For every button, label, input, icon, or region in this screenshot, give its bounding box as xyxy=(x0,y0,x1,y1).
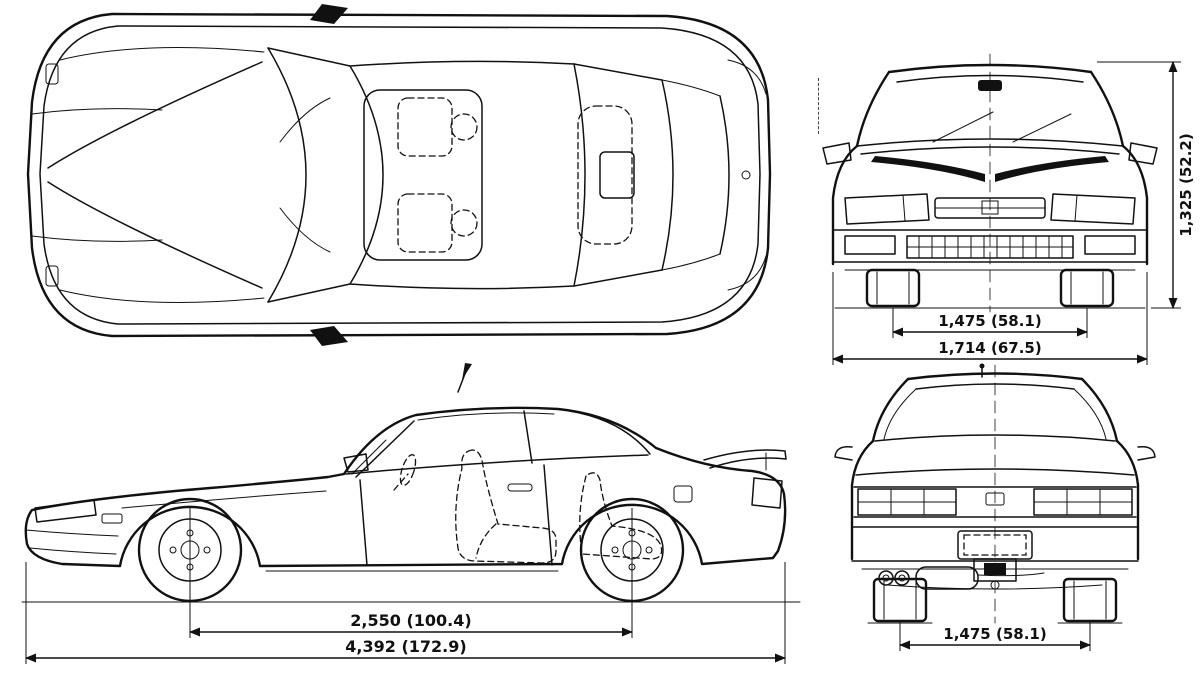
hood-shading xyxy=(871,156,1109,182)
rear-right-wheel xyxy=(1062,577,1118,623)
bumper-lines xyxy=(832,229,1148,263)
taillight xyxy=(751,477,783,509)
front-view: 1,475 (58.1) 1,714 (67.5) 1,325 (52.2) xyxy=(815,50,1200,372)
rear-track-label: 1,475 (58.1) xyxy=(943,625,1046,643)
top-view-cabin xyxy=(363,89,635,261)
front-view-body xyxy=(822,53,1158,313)
spoiler xyxy=(703,449,787,469)
front-right-wheel xyxy=(1059,268,1115,308)
front-left-wheel xyxy=(865,268,921,308)
driver-seat xyxy=(397,97,453,157)
rear-dimensions: 1,475 (58.1) xyxy=(898,621,1092,651)
top-view xyxy=(12,2,796,350)
rear-view: 1,475 (58.1) xyxy=(828,363,1163,678)
rear-seat xyxy=(579,472,663,560)
belt-line xyxy=(345,454,649,475)
front-width-label: 1,714 (67.5) xyxy=(938,339,1041,357)
rearview-mirror xyxy=(978,80,1002,91)
hood-crease-lines xyxy=(47,61,263,289)
side-view-body xyxy=(21,363,801,603)
side-mirror xyxy=(343,453,369,473)
front-height-label: 1,325 (52.2) xyxy=(1177,133,1195,236)
side-dimensions: 2,550 (100.4) 4,392 (172.9) xyxy=(24,508,787,664)
headlight xyxy=(34,499,97,523)
passenger-seat xyxy=(397,193,453,253)
overall-length-label: 4,392 (172.9) xyxy=(345,637,466,656)
wiper-lines xyxy=(279,97,331,253)
right-fog-lamp xyxy=(1084,235,1136,255)
side-view: 2,550 (100.4) 4,392 (172.9) xyxy=(10,358,805,680)
fuel-door xyxy=(673,485,693,503)
front-view-svg: 1,475 (58.1) 1,714 (67.5) 1,325 (52.2) xyxy=(822,53,1195,365)
alignment-mark xyxy=(818,78,819,134)
c-pillar xyxy=(569,410,651,455)
front-seat xyxy=(455,449,557,564)
b-pillar xyxy=(523,410,533,464)
left-fog-lamp xyxy=(844,235,896,255)
side-view-svg: 2,550 (100.4) 4,392 (172.9) xyxy=(21,363,801,664)
headlights xyxy=(844,193,1136,225)
top-view-mirrors xyxy=(310,4,348,346)
door-handle xyxy=(507,483,533,492)
top-view-svg xyxy=(26,4,772,346)
wipers xyxy=(932,111,1072,143)
rear-view-svg: 1,475 (58.1) xyxy=(834,363,1156,651)
side-mirrors xyxy=(822,142,1158,165)
rear-seat xyxy=(577,105,633,245)
door-seams xyxy=(359,464,553,566)
wheelbase-label: 2,550 (100.4) xyxy=(350,611,471,630)
rear-view-body xyxy=(834,363,1156,624)
steering-wheel xyxy=(399,454,417,486)
badge xyxy=(985,492,1005,506)
front-dimensions: 1,475 (58.1) 1,714 (67.5) 1,325 (52.2) xyxy=(831,60,1195,365)
front-track-label: 1,475 (58.1) xyxy=(938,312,1041,330)
rear-axle xyxy=(887,584,1103,590)
bumper-lines xyxy=(851,526,1139,562)
top-view-body xyxy=(26,12,772,338)
side-view-interior xyxy=(393,449,663,564)
body-outline xyxy=(24,406,787,568)
badge xyxy=(981,200,999,215)
side-mirrors xyxy=(834,445,1156,461)
